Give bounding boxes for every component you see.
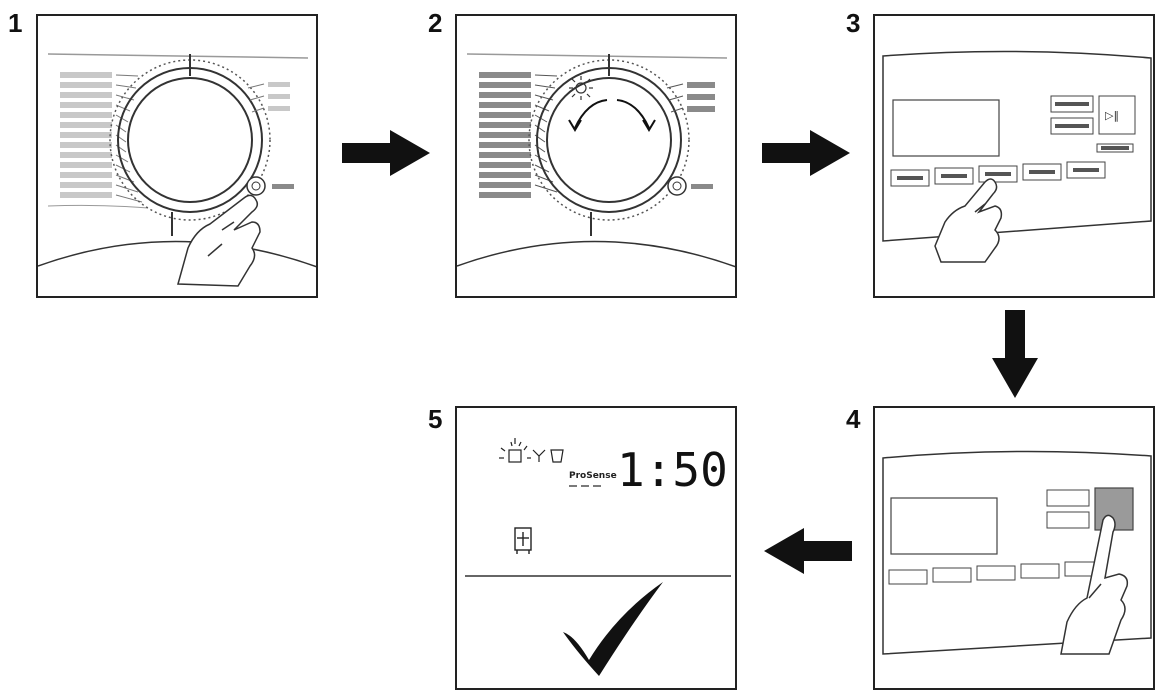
prosense-label: ProSense: [569, 471, 617, 481]
step-3-panel: ▷‖: [873, 14, 1155, 298]
option-buttons: [888, 561, 1104, 585]
start-button-illustration: [882, 450, 1152, 655]
step-1-panel: [36, 14, 318, 298]
hand-pointer-icon: [1060, 514, 1129, 655]
option-indicators: [687, 82, 715, 112]
step-number-5: 5: [428, 404, 443, 434]
washer-dial-turn-illustration: [457, 53, 735, 268]
washer-dial-illustration: [38, 53, 316, 287]
program-dial: [528, 54, 690, 236]
rinse-phase-icon: [532, 449, 546, 462]
hand-pointer-icon: [177, 194, 261, 287]
checkmark-icon: [563, 582, 663, 676]
control-panel-illustration: ▷‖: [882, 50, 1152, 263]
program-list: [479, 72, 531, 198]
program-dial: [109, 54, 271, 236]
spin-phase-icon: [550, 449, 564, 463]
option-indicators: [268, 82, 290, 111]
blinking-indicator-icon: [569, 76, 593, 100]
step-2-panel: [455, 14, 737, 298]
wash-phase-icon: [499, 438, 531, 463]
power-button: [246, 176, 266, 196]
step-number-4: 4: [846, 404, 861, 434]
step-5-panel: ProSense 1:50: [455, 406, 737, 690]
step-4-panel: [873, 406, 1155, 690]
hand-pointer-icon: [934, 178, 1003, 263]
step-number-3: 3: [846, 8, 861, 38]
flow-arrow-icon: [992, 310, 1038, 398]
time-display: 1:50: [617, 443, 728, 497]
step-number-2: 2: [428, 8, 443, 38]
lcd-display: [892, 99, 1000, 157]
program-list: [60, 72, 112, 198]
power-icon: [667, 176, 687, 196]
step-number-1: 1: [8, 8, 23, 38]
lcd-confirmation-illustration: ProSense 1:50: [465, 438, 731, 676]
flow-arrow-icon: [342, 130, 430, 176]
flow-arrow-icon: [764, 528, 852, 574]
lcd-display: [890, 497, 998, 555]
flow-arrow-icon: [762, 130, 850, 176]
svg-text:▷‖: ▷‖: [1105, 109, 1119, 122]
door-lock-icon: [514, 527, 532, 554]
